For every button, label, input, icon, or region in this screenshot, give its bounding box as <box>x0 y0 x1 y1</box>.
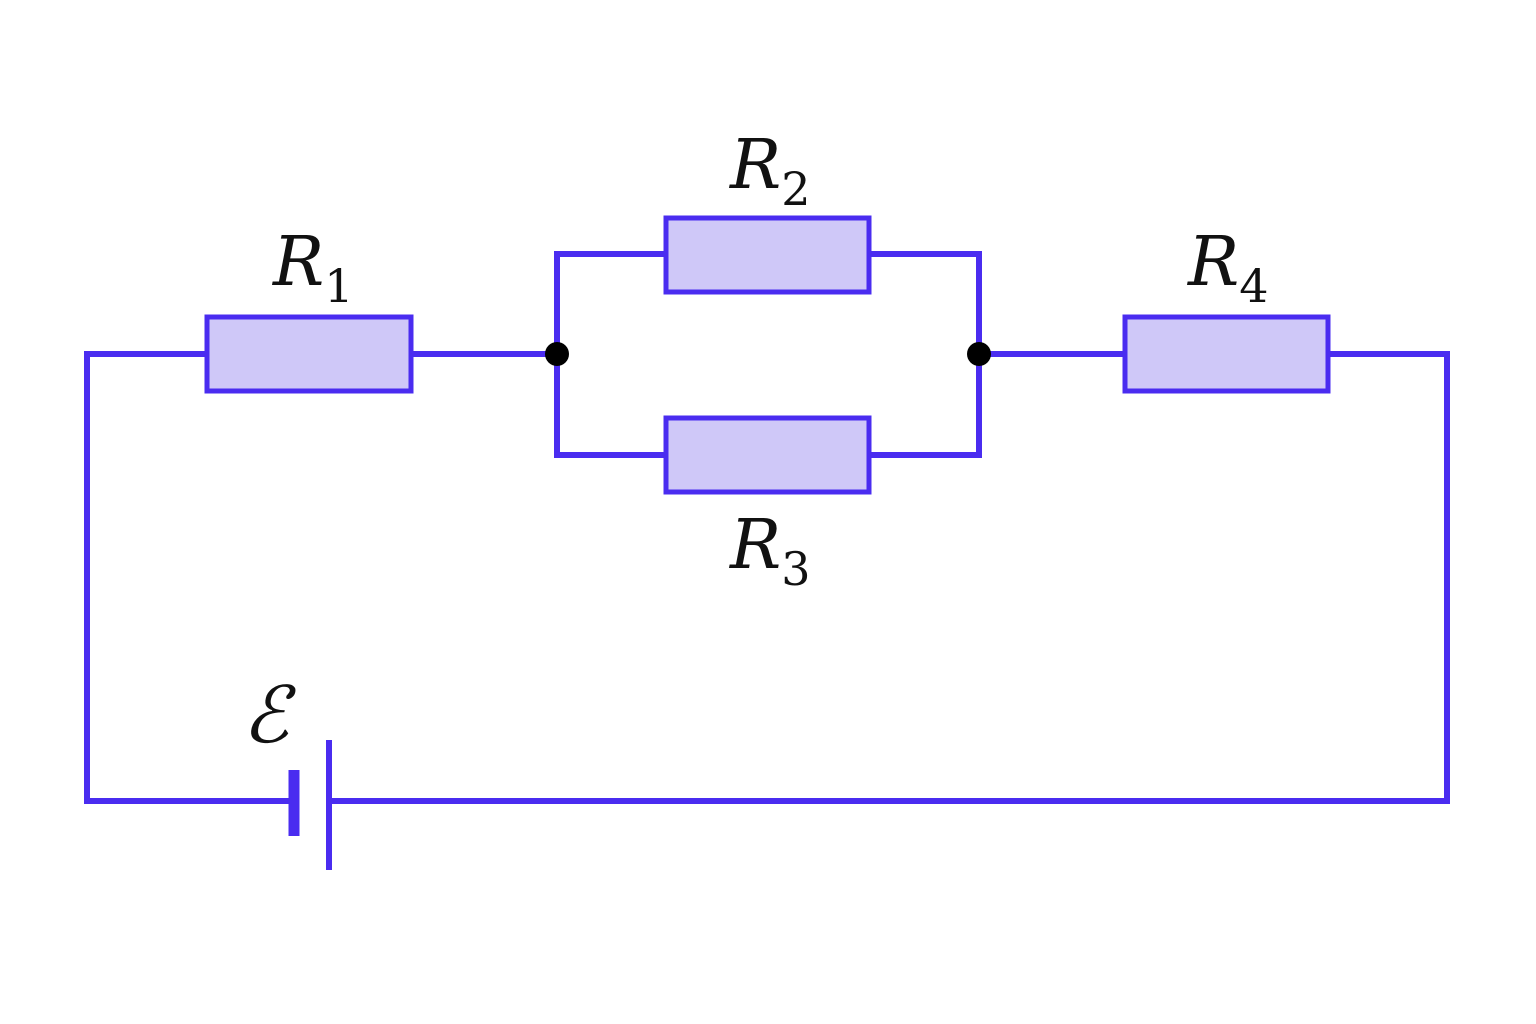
label-r1: R1 <box>271 223 353 313</box>
wire-left-loop <box>84 351 296 804</box>
junction-node-left <box>545 342 569 366</box>
label-r3-subscript: 3 <box>781 542 810 596</box>
label-r3-main: R <box>728 506 781 585</box>
label-r1-main: R <box>271 223 324 302</box>
resistor-r3 <box>663 415 872 495</box>
label-r1-subscript: 1 <box>324 259 353 313</box>
label-emf: ℰ <box>242 671 297 761</box>
label-r2: R2 <box>728 126 810 216</box>
wire-right-loop <box>326 351 1450 804</box>
resistor-r4 <box>1122 314 1331 394</box>
label-r4-main: R <box>1186 223 1239 302</box>
label-r2-main: R <box>728 126 781 205</box>
label-r2-subscript: 2 <box>781 162 810 216</box>
resistor-r1 <box>204 314 414 394</box>
wires <box>84 251 1450 804</box>
label-r4-subscript: 4 <box>1239 259 1268 313</box>
battery <box>288 740 332 870</box>
label-r4: R4 <box>1186 223 1268 313</box>
label-r3: R3 <box>728 506 810 596</box>
junction-node-right <box>967 342 991 366</box>
resistor-r2 <box>663 215 872 295</box>
